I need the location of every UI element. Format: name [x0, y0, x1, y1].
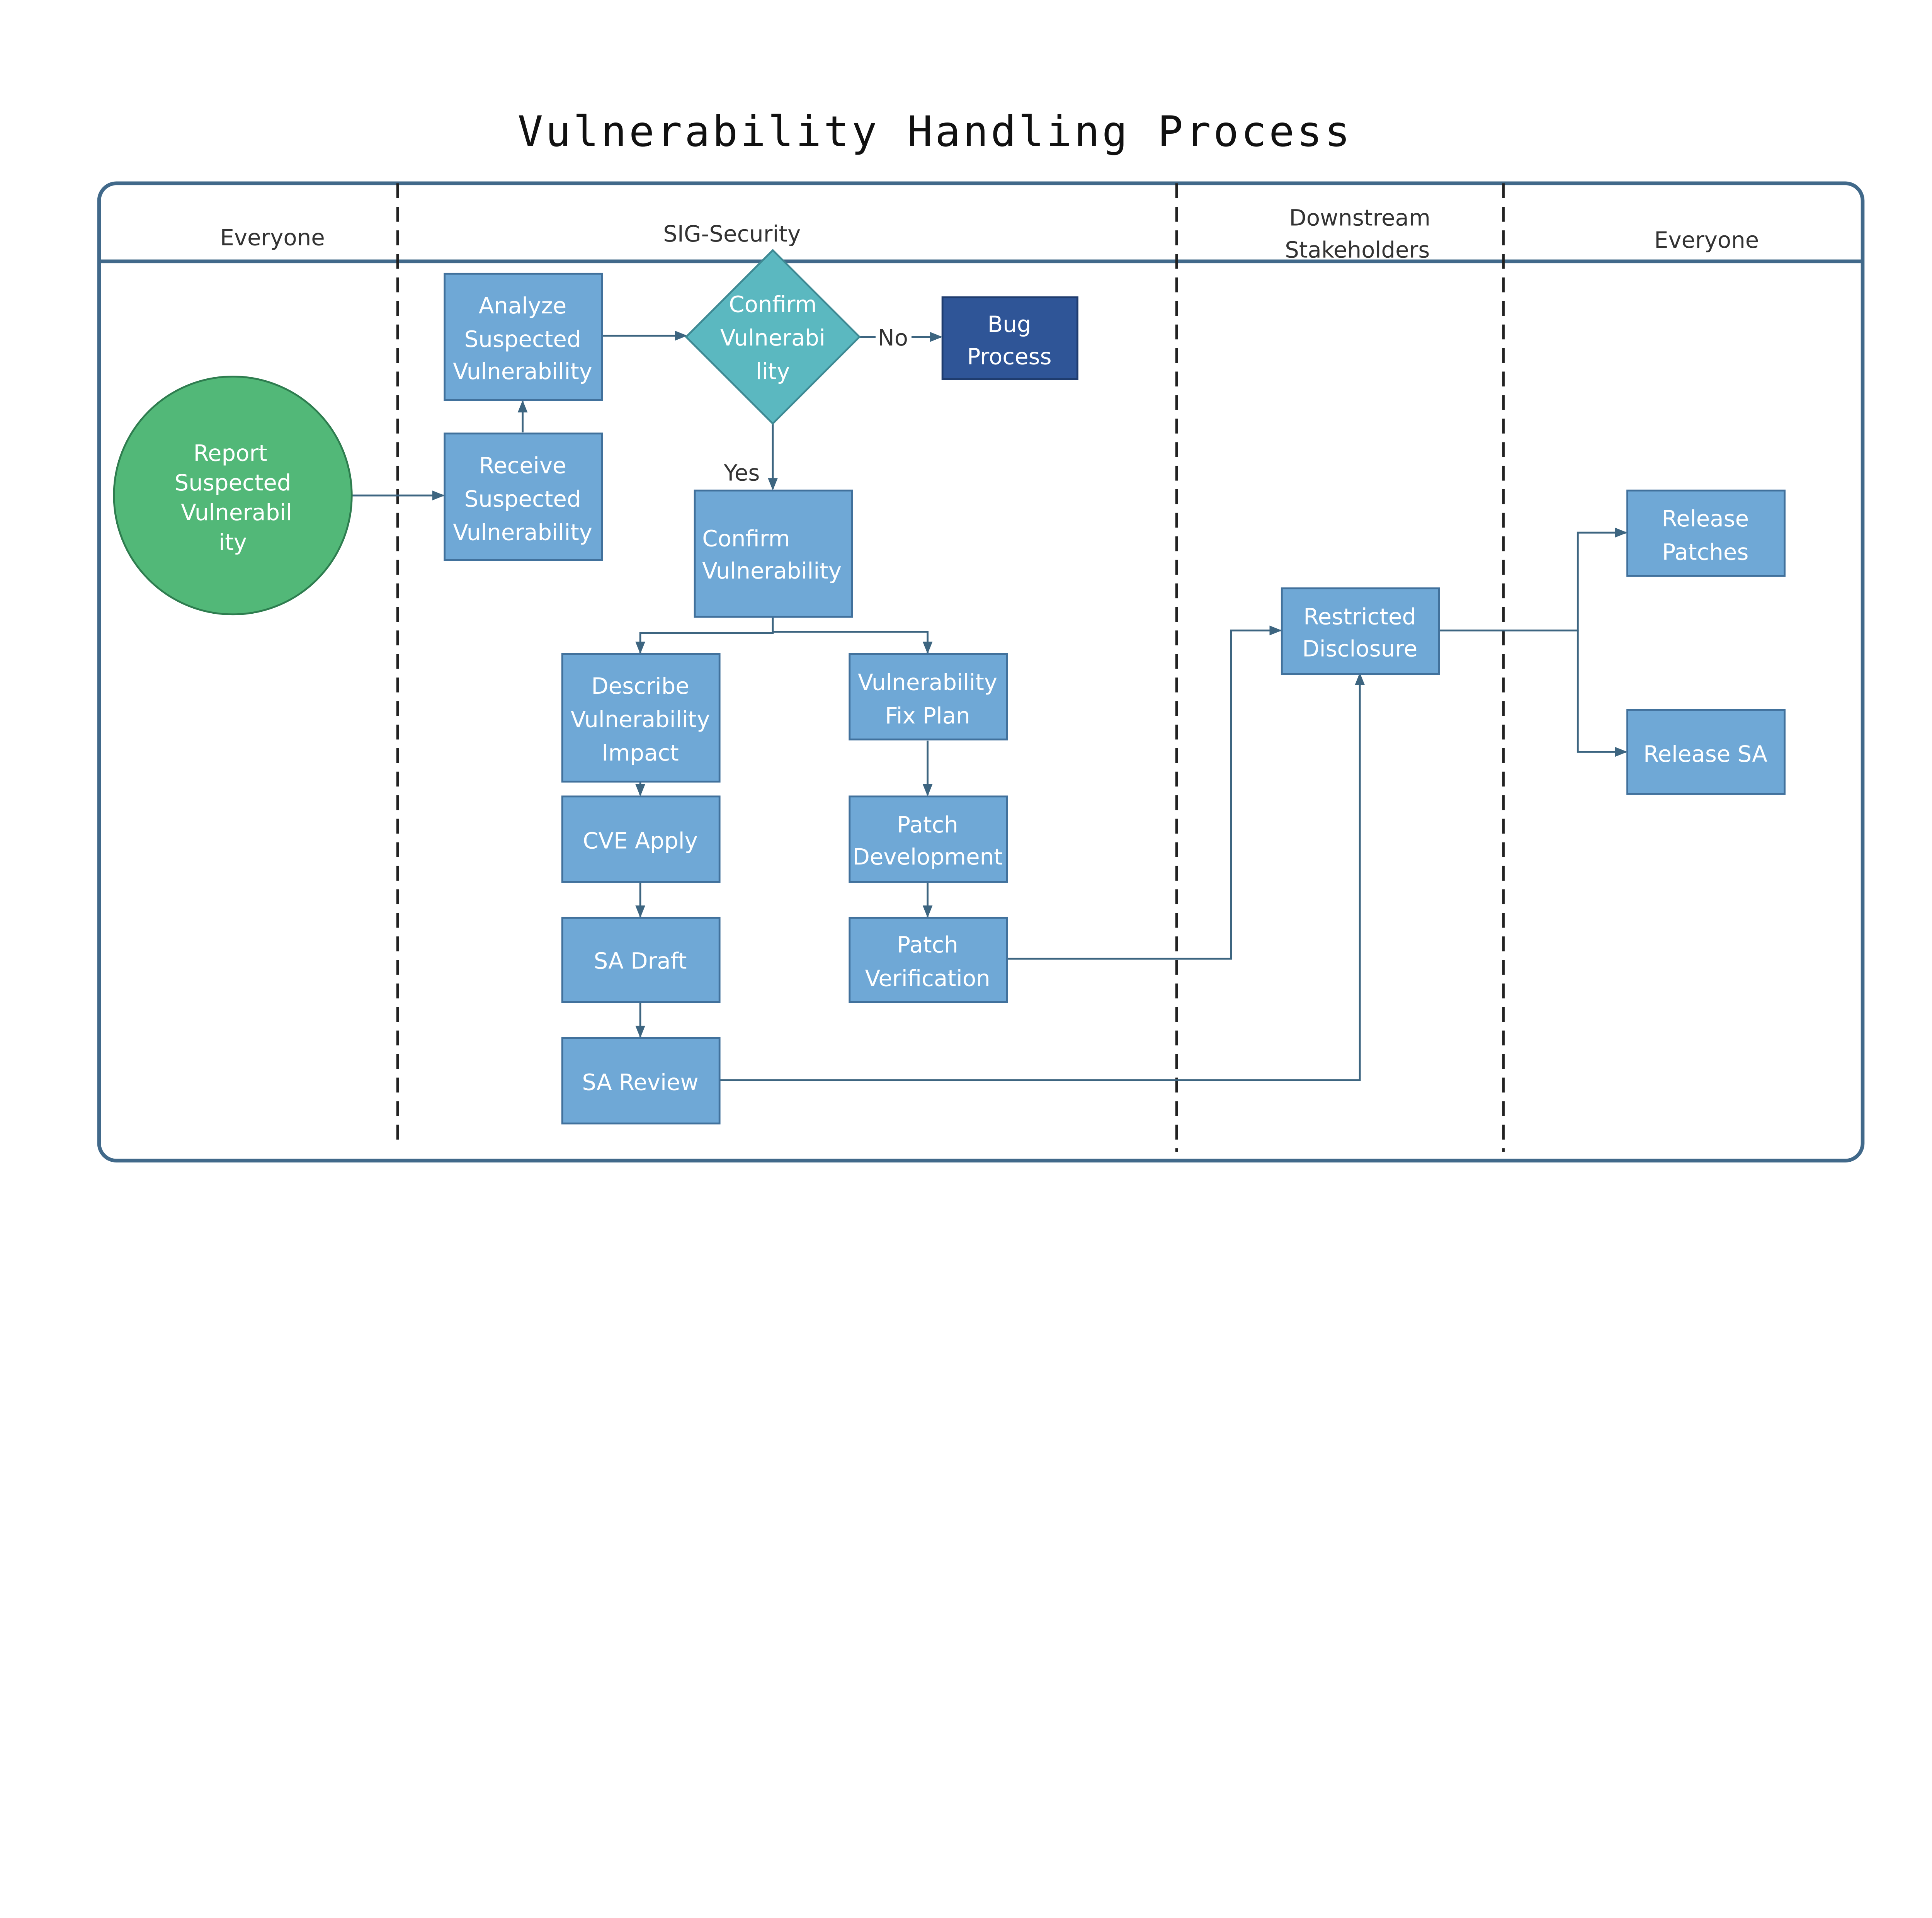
node-patch-development[interactable]: Patch Development [849, 795, 1008, 883]
svg-text:Release SA: Release SA [1643, 741, 1767, 767]
lane-everyone-right: Everyone [1654, 227, 1759, 253]
edge-label-yes: Yes [723, 460, 760, 486]
svg-text:SA Review: SA Review [582, 1069, 698, 1096]
svg-text:Vulnerability: Vulnerability [453, 519, 592, 545]
node-receive[interactable]: Receive Suspected Vulnerability [444, 432, 603, 561]
svg-text:SA Draft: SA Draft [594, 948, 687, 974]
lane-downstream: Downstream [1289, 204, 1430, 231]
svg-text:Receive: Receive [479, 452, 566, 478]
svg-text:Suspected: Suspected [464, 486, 581, 512]
svg-text:Confirm: Confirm [702, 525, 790, 551]
svg-text:Fix Plan: Fix Plan [885, 703, 970, 729]
svg-text:Bug: Bug [988, 311, 1031, 337]
svg-text:Vulnerabi: Vulnerabi [720, 325, 825, 351]
node-confirm[interactable]: Confirm Vulnerability [694, 489, 853, 618]
svg-text:Restricted: Restricted [1303, 603, 1416, 630]
svg-text:CVE Apply: CVE Apply [583, 828, 697, 854]
diagram-title: Vulnerability Handling Process [518, 107, 1352, 156]
svg-text:Patch: Patch [897, 812, 958, 838]
node-sa-review[interactable]: SA Review [561, 1037, 721, 1125]
svg-text:Vulnerability: Vulnerability [702, 558, 842, 584]
svg-text:Patch: Patch [897, 932, 958, 958]
node-describe-impact[interactable]: Describe Vulnerability Impact [561, 653, 721, 783]
node-patch-verification[interactable]: Patch Verification [849, 917, 1008, 1003]
edge-label-no: No [878, 325, 908, 351]
svg-text:Development: Development [852, 844, 1002, 870]
node-restricted-disclosure[interactable]: Restricted Disclosure [1281, 587, 1440, 675]
svg-text:Vulnerability: Vulnerability [453, 358, 592, 385]
node-fix-plan[interactable]: Vulnerability Fix Plan [849, 653, 1008, 740]
svg-text:Verification: Verification [865, 965, 990, 991]
page-frame: Vulnerability Handling Process Everyone … [97, 107, 1865, 1163]
svg-text:Patches: Patches [1662, 539, 1748, 565]
decision-confirm-vulnerability[interactable]: Confirm Vulnerabi lity [685, 249, 861, 425]
svg-text:Process: Process [967, 343, 1052, 369]
svg-text:Report: Report [194, 440, 267, 466]
svg-text:Suspected: Suspected [464, 326, 581, 352]
svg-text:Vulnerabil: Vulnerabil [181, 499, 292, 526]
svg-text:Release: Release [1662, 505, 1749, 532]
lane-sig-security: SIG-Security [663, 221, 801, 247]
node-bug-process[interactable]: Bug Process [941, 296, 1078, 380]
svg-text:lity: lity [756, 358, 790, 385]
svg-text:ity: ity [219, 529, 247, 555]
start-report-suspected-vulnerability[interactable]: Report Suspected Vulnerabil ity [113, 375, 353, 616]
svg-text:Suspected: Suspected [175, 470, 291, 496]
lane-stakeholders: Stakeholders [1285, 237, 1430, 263]
svg-text:Disclosure: Disclosure [1302, 636, 1417, 662]
svg-text:Vulnerability: Vulnerability [858, 669, 997, 695]
node-cve-apply[interactable]: CVE Apply [561, 795, 721, 883]
lane-everyone-left: Everyone [220, 225, 325, 251]
flowchart: Vulnerability Handling Process Everyone … [97, 107, 1865, 1163]
svg-text:Describe: Describe [591, 673, 689, 699]
node-analyze[interactable]: Analyze Suspected Vulnerability [444, 272, 603, 401]
svg-text:Confirm: Confirm [729, 291, 816, 318]
svg-text:Impact: Impact [602, 740, 679, 766]
node-release-patches[interactable]: Release Patches [1626, 489, 1786, 577]
connectors [352, 336, 1628, 1081]
svg-text:Analyze: Analyze [479, 293, 566, 319]
node-release-sa[interactable]: Release SA [1626, 709, 1786, 795]
svg-text:Vulnerability: Vulnerability [571, 706, 710, 732]
node-sa-draft[interactable]: SA Draft [561, 917, 721, 1003]
swimlane-frame [97, 181, 1865, 1163]
